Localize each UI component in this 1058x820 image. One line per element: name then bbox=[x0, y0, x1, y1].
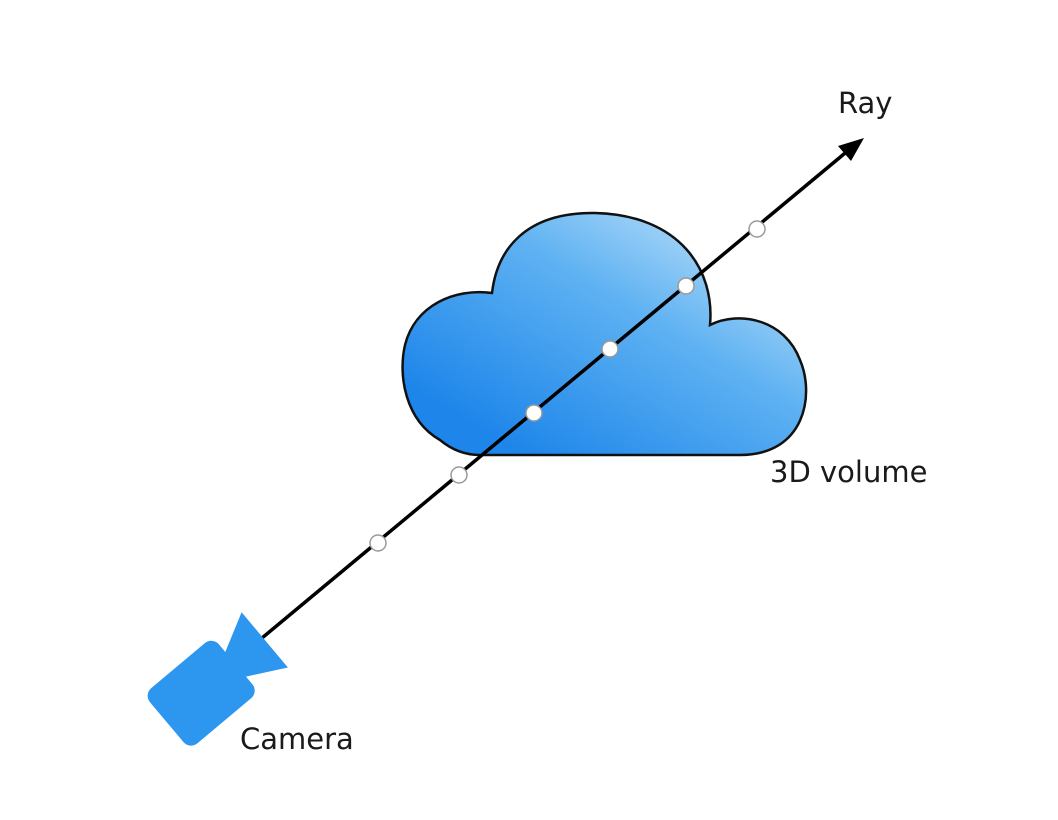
sample-points bbox=[369, 220, 766, 552]
sample-point bbox=[450, 466, 468, 484]
ray-label: Ray bbox=[838, 86, 892, 120]
ray-arrowhead bbox=[838, 138, 864, 161]
sample-point bbox=[677, 277, 695, 295]
volume-label: 3D volume bbox=[770, 455, 927, 489]
camera-label: Camera bbox=[240, 722, 354, 756]
cloud-icon bbox=[401, 211, 808, 457]
sample-point bbox=[601, 340, 619, 358]
video-camera-icon bbox=[147, 612, 288, 746]
sample-point bbox=[748, 220, 766, 238]
sample-point bbox=[525, 404, 543, 422]
sample-point bbox=[369, 534, 387, 552]
